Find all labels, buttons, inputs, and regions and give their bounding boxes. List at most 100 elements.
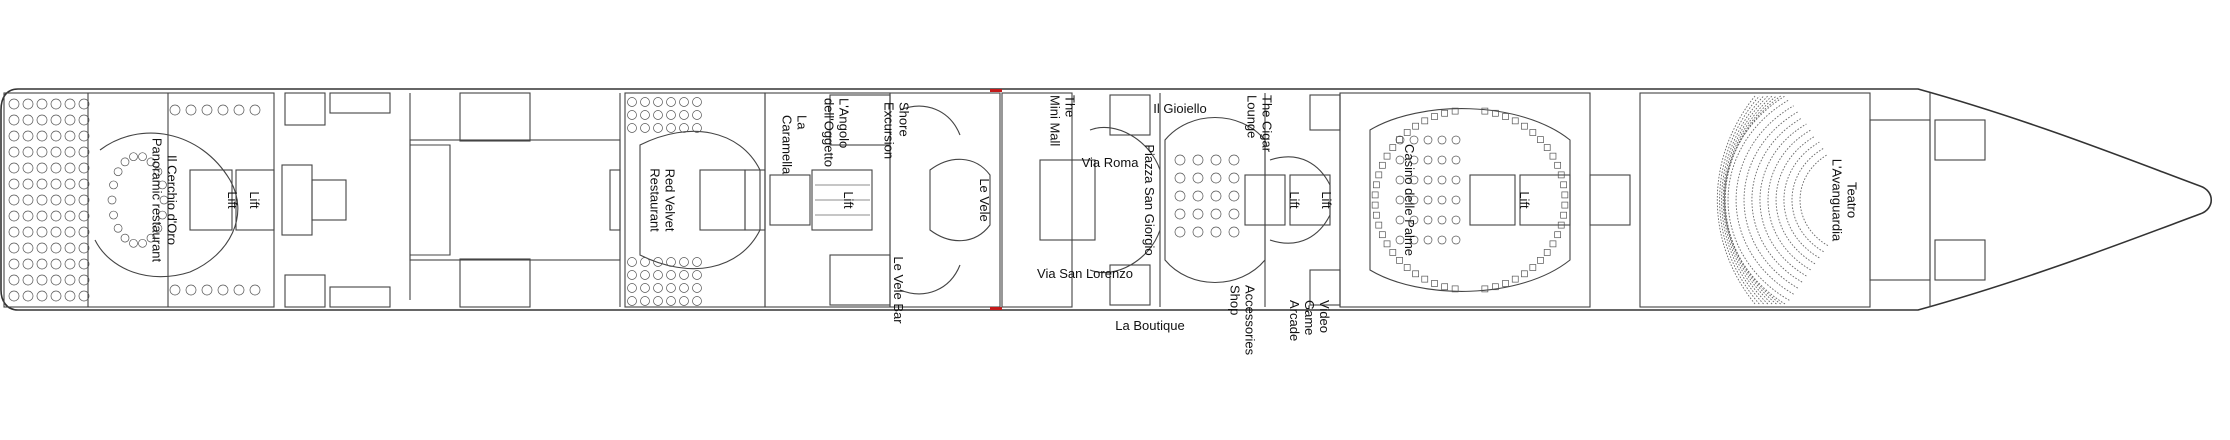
label-video-game-arcade: VideoGameArcade (1287, 300, 1332, 341)
table-symbol (50, 194, 62, 206)
table-symbol (109, 180, 118, 190)
table-symbol (1437, 195, 1447, 205)
theatre-seat-row (1791, 147, 1824, 253)
table-symbol (1409, 175, 1419, 185)
slot-machine-symbol (1431, 280, 1438, 287)
table-symbol (185, 104, 197, 116)
table-symbol (64, 290, 76, 302)
table-symbol (1437, 155, 1447, 165)
table-symbol (1423, 235, 1433, 245)
table-symbol (1437, 215, 1447, 225)
label-via-roma: Via Roma (1082, 155, 1140, 170)
slot-machine-symbol (1549, 240, 1557, 248)
table-symbol (78, 242, 90, 254)
table-symbol (138, 152, 147, 162)
table-symbol (22, 194, 34, 206)
table-symbol (22, 114, 34, 126)
table-symbol (679, 296, 689, 306)
table-symbol (107, 195, 117, 205)
table-symbol (640, 296, 650, 306)
table-symbol (1228, 190, 1240, 202)
slot-machine-symbol (1412, 270, 1419, 278)
label-shore-excursion: ShoreExcursion (882, 102, 912, 159)
theatre-seat-row (1716, 95, 1756, 305)
table-symbol (1451, 175, 1461, 185)
table-symbol (627, 257, 637, 267)
slot-machine-symbol (1412, 122, 1419, 130)
red-velvet-tables (627, 97, 702, 306)
table-symbol (64, 242, 76, 254)
table-symbol (36, 290, 48, 302)
label-angolo: L'Angolodell'Oggetto (822, 98, 852, 167)
slot-machine-symbol (1502, 280, 1509, 287)
table-symbol (22, 226, 34, 238)
table-symbol (185, 284, 197, 296)
slot-machine-symbol (1441, 283, 1448, 291)
label-le-vele-bar: Le Vele Bar (891, 256, 906, 324)
table-symbol (1174, 154, 1186, 166)
table-symbol (679, 283, 689, 293)
table-symbol (1423, 175, 1433, 185)
table-symbol (50, 226, 62, 238)
table-symbol (50, 178, 62, 190)
table-symbol (666, 283, 676, 293)
slot-machine-symbol (1441, 109, 1448, 117)
table-symbol (1395, 175, 1405, 185)
table-symbol (679, 123, 689, 133)
table-symbol (78, 146, 90, 158)
slot-machine-symbol (1371, 191, 1379, 199)
theatre-seat-row (1783, 141, 1820, 259)
table-symbol (653, 123, 663, 133)
label-lift-fwd-2: Lift (1319, 191, 1334, 209)
slot-machine-symbol (1543, 249, 1551, 256)
table-symbol (8, 130, 20, 142)
table-symbol (1451, 135, 1461, 145)
table-symbol (692, 296, 702, 306)
table-symbol (640, 123, 650, 133)
table-symbol (50, 210, 62, 222)
table-symbol (692, 97, 702, 107)
table-symbol (1409, 215, 1419, 225)
table-symbol (64, 98, 76, 110)
slot-machine-symbol (1451, 107, 1459, 115)
table-symbol (22, 210, 34, 222)
table-symbol (692, 270, 702, 280)
table-symbol (113, 223, 123, 233)
slot-machine-symbol (1521, 270, 1528, 278)
table-symbol (158, 210, 167, 220)
slot-machine-symbol (1521, 122, 1528, 130)
aft-stair-block (284, 92, 391, 308)
table-symbol (36, 258, 48, 270)
casino-area (1339, 92, 1631, 308)
table-symbol (1210, 190, 1222, 202)
label-teatro: TeatroL'Avanguardia (1830, 159, 1860, 242)
table-symbol (1395, 235, 1405, 245)
slot-machine-symbol (1560, 181, 1567, 189)
table-symbol (50, 98, 62, 110)
table-symbol (1409, 135, 1419, 145)
table-symbol (1409, 155, 1419, 165)
table-symbol (666, 110, 676, 120)
table-symbol (653, 257, 663, 267)
open-deck-area (409, 92, 621, 308)
slot-machine-symbol (1383, 152, 1391, 160)
table-symbol (627, 110, 637, 120)
table-symbol (201, 104, 213, 116)
table-symbol (249, 104, 261, 116)
table-symbol (1423, 195, 1433, 205)
label-il-gioiello: Il Gioiello (1153, 101, 1206, 116)
table-symbol (653, 110, 663, 120)
table-symbol (169, 284, 181, 296)
table-symbol (8, 210, 20, 222)
table-symbol (692, 110, 702, 120)
label-piazza: Piazza San Giorgio (1142, 144, 1157, 255)
table-symbol (50, 146, 62, 158)
table-symbol (120, 233, 130, 243)
table-symbol (36, 242, 48, 254)
slot-machine-symbol (1554, 231, 1562, 239)
table-symbol (692, 257, 702, 267)
table-symbol (64, 194, 76, 206)
table-symbol (22, 162, 34, 174)
table-symbol (36, 162, 48, 174)
